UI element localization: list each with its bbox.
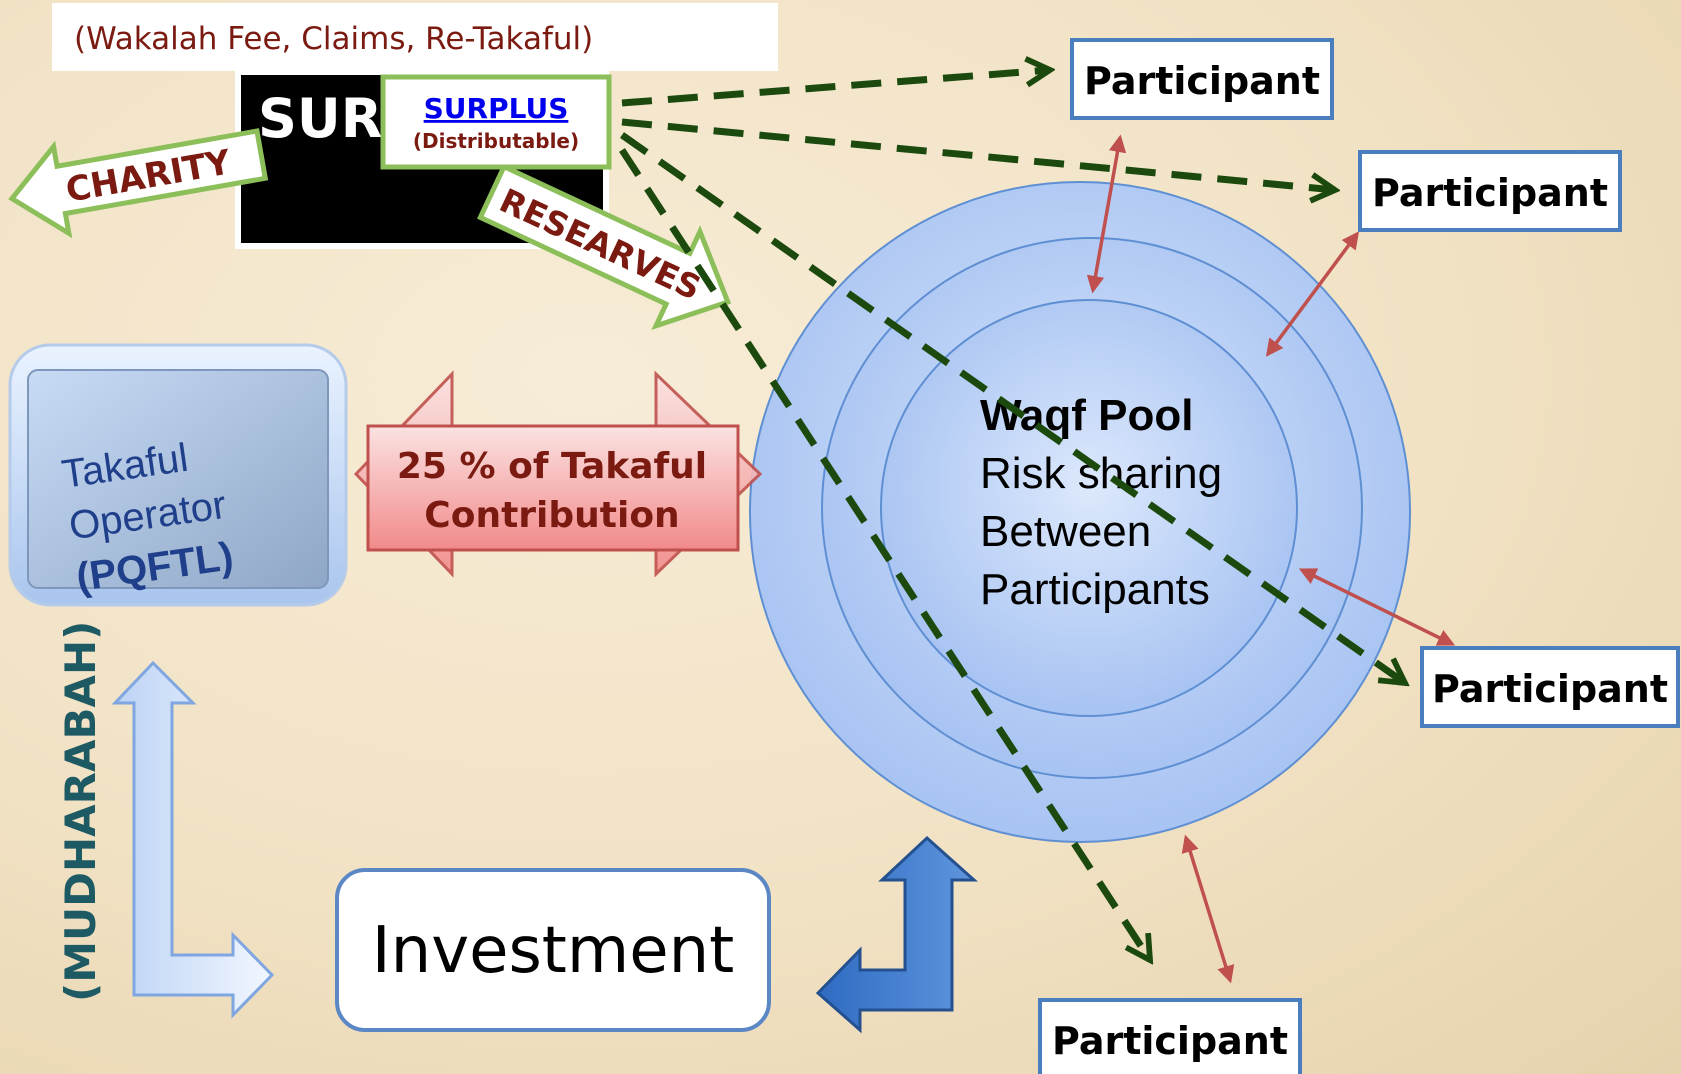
investment-label: Investment (372, 914, 735, 988)
participant-label-4: Participant (1052, 1019, 1288, 1063)
contribution-line-1: 25 % of Takaful (397, 446, 707, 487)
dashed-arrow-to-participant-1 (621, 70, 1050, 107)
pool-line-1: Risk sharing (980, 449, 1222, 498)
participant-box-1: Participant (1070, 38, 1334, 120)
participant-label-1: Participant (1084, 59, 1320, 103)
surplus-distribution-arrows (619, 70, 1405, 960)
red-arrow-participant-2 (1265, 231, 1360, 357)
participant-box-4: Participant (1038, 998, 1302, 1074)
pool-inner-circle (880, 299, 1298, 717)
takaful-operator-block: Takaful Operator (PQFTL) (8, 343, 348, 607)
participant-label-3: Participant (1432, 667, 1668, 711)
dark-l-arrow (815, 835, 978, 1034)
participant-exchange-arrows (1086, 134, 1456, 984)
header-note: (Wakalah Fee, Claims, Re-Takaful) (74, 21, 593, 57)
header-note-box (52, 3, 778, 71)
red-arrow-participant-3 (1298, 568, 1456, 646)
contribution-line-2: Contribution (424, 495, 679, 536)
dashed-arrow-to-participant-2 (621, 118, 1335, 190)
red-arrow-participant-4 (1181, 834, 1235, 984)
dashed-arrow-to-participant-3 (619, 132, 1405, 683)
light-l-arrow (111, 660, 275, 1019)
dashed-arrow-to-participant-4 (619, 148, 1150, 960)
mudharabah-label: (MUDHARABAH) (56, 621, 105, 1002)
contribution-arrow: 25 % of Takaful Contribution (353, 370, 763, 578)
participant-box-2: Participant (1358, 150, 1622, 232)
pool-title: Waqf Pool (980, 391, 1193, 440)
pool-line-3: Participants (980, 565, 1210, 614)
participant-label-2: Participant (1372, 171, 1608, 215)
red-arrow-participant-1 (1086, 134, 1127, 294)
charity-arrow: CHARITY (8, 128, 269, 239)
pool-line-2: Between (980, 507, 1151, 556)
investment-box (335, 868, 771, 1032)
surplus-card-subtitle: (Distributable) (413, 129, 579, 153)
participant-box-3: Participant (1420, 646, 1680, 728)
surplus-card-title[interactable]: SURPLUS (424, 92, 569, 125)
surplus-card (380, 74, 612, 170)
